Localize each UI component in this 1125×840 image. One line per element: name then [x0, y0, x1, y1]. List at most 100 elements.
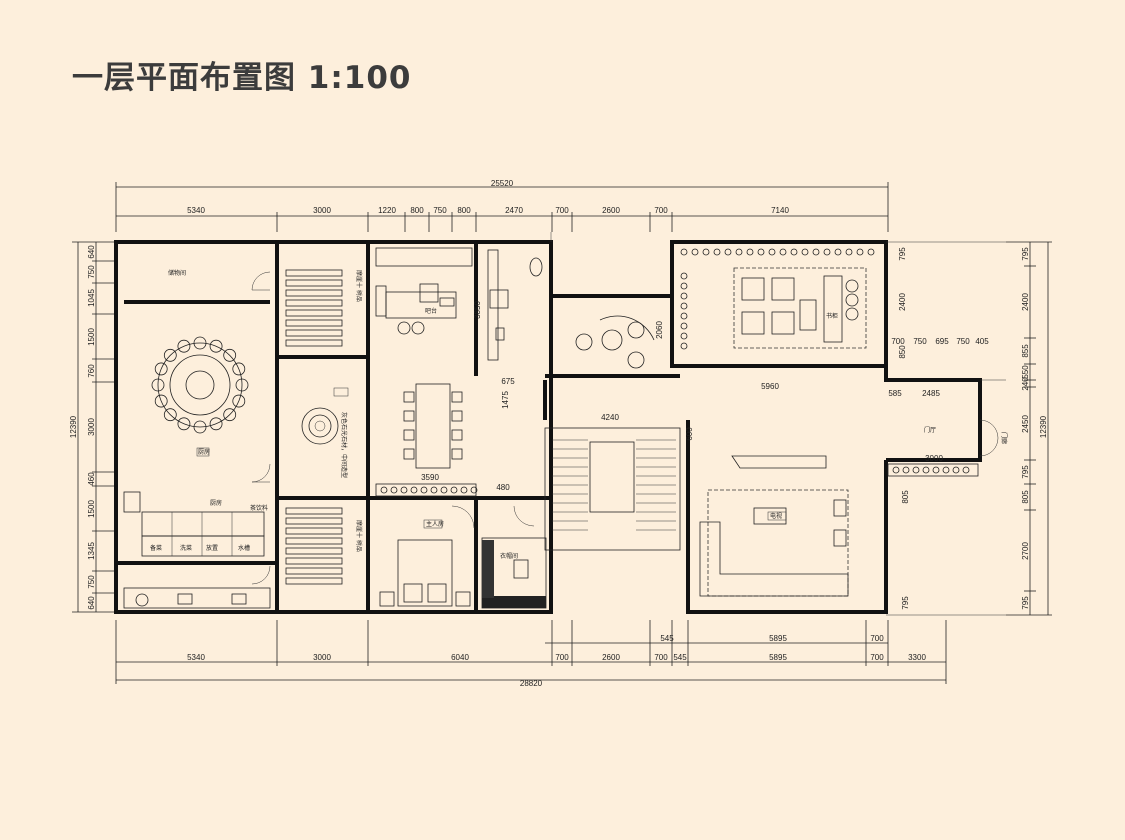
cabinet-knob — [735, 248, 743, 256]
bench-knob — [922, 466, 930, 474]
bench-knob — [942, 466, 950, 474]
cabinet-knob — [680, 292, 688, 300]
cabinet-knob — [823, 248, 831, 256]
left-dimension-lines — [72, 241, 116, 613]
dim-850: 850 — [898, 345, 907, 359]
shelf-board — [285, 329, 343, 337]
dining-chair — [235, 378, 249, 392]
dim-bottom-0: 5340 — [187, 653, 205, 662]
table-chair — [403, 448, 415, 460]
dim-bottom-5: 700 — [654, 653, 668, 662]
staircase — [552, 439, 676, 531]
cabinet-knob — [812, 248, 820, 256]
sideboard-knob — [470, 486, 478, 494]
dim-left-1: 750 — [87, 265, 96, 279]
bench-knob — [912, 466, 920, 474]
shelf-units — [285, 269, 343, 585]
dim-bottom-inner-545: 545 — [660, 634, 674, 643]
right-dimension-lines — [1006, 241, 1052, 616]
entrance-label: 门厅 — [924, 426, 936, 434]
dim-left-8: 1345 — [87, 542, 96, 560]
cabinet-knob — [790, 248, 798, 256]
dim-bottom-4: 2600 — [602, 653, 620, 662]
shelf-board — [285, 279, 343, 287]
extension-lines — [550, 232, 1006, 616]
sideboard-knob — [400, 486, 408, 494]
page-title: 一层平面布置图 1:100 — [72, 60, 412, 96]
dim-bottom-6: 545 — [673, 653, 687, 662]
dim-5960: 5960 — [761, 382, 779, 391]
dim-top-4: 750 — [433, 206, 447, 215]
dim-2485: 2485 — [922, 389, 940, 398]
meeting-room — [680, 248, 875, 350]
bench-knob — [892, 466, 900, 474]
cabinet-knob — [680, 248, 688, 256]
table-chair — [451, 410, 463, 422]
dim-bottom-inner-5895: 5895 — [769, 634, 787, 643]
shelf-board — [285, 557, 343, 565]
cabinet-knob — [680, 342, 688, 350]
dining-chair — [163, 408, 177, 422]
dim-top-5: 800 — [457, 206, 471, 215]
dim-700-a: 700 — [891, 337, 905, 346]
table-chair — [403, 429, 415, 441]
dim-750-b: 750 — [956, 337, 970, 346]
kitchen-counters — [123, 491, 271, 609]
dim-left-10: 640 — [87, 596, 96, 610]
living-room — [699, 455, 849, 597]
dining-chair — [223, 408, 237, 422]
cabinet-knob — [713, 248, 721, 256]
dim-right-5: 2450 — [1021, 415, 1030, 433]
cabinet-knob — [845, 248, 853, 256]
dim-480: 480 — [496, 483, 510, 492]
desk-label: 书柜 — [826, 312, 838, 320]
dim-bottom-7: 5895 — [769, 653, 787, 662]
cabinet-knob — [867, 248, 875, 256]
bench-knob — [902, 466, 910, 474]
table-chair — [403, 391, 415, 403]
top-dimension-lines — [115, 182, 889, 232]
shelf-board — [285, 527, 343, 535]
dim-3850: 3850 — [473, 301, 482, 319]
cabinet-knob — [680, 312, 688, 320]
shelf-board — [285, 537, 343, 545]
shelf-board — [285, 547, 343, 555]
storage-label: 储物间 — [168, 269, 186, 277]
dim-right-2: 855 — [1021, 344, 1030, 358]
cabinet-knob — [680, 332, 688, 340]
dim-795-a: 795 — [898, 247, 907, 261]
dim-2060: 2060 — [655, 321, 664, 339]
wardrobe — [481, 537, 547, 609]
dining-chair — [193, 336, 207, 350]
cabinet-knob — [702, 248, 710, 256]
dim-bottom-inner-700: 700 — [870, 634, 884, 643]
dim-left-total: 12390 — [69, 415, 78, 438]
table-chair — [403, 410, 415, 422]
dim-top-10: 7140 — [771, 206, 789, 215]
dining-chair — [193, 420, 207, 434]
dim-right-3: 550 — [1021, 365, 1030, 379]
sideboard-knob — [380, 486, 388, 494]
dim-left-0: 640 — [87, 245, 96, 259]
sideboard-knob — [420, 486, 428, 494]
cabinet-knob — [834, 248, 842, 256]
pantry-4-label: 水槽 — [238, 544, 250, 552]
dim-600: 600 — [685, 427, 694, 441]
bottom-dimension-lines — [115, 620, 947, 684]
dim-405: 405 — [975, 337, 989, 346]
dining-chair — [209, 417, 223, 431]
table-chair — [451, 448, 463, 460]
master-bed — [379, 539, 471, 607]
dim-right-0: 795 — [1021, 247, 1030, 261]
dining-chair — [232, 362, 246, 376]
shelf-board — [285, 567, 343, 575]
dim-805: 805 — [901, 490, 910, 504]
dim-left-6: 460 — [87, 472, 96, 486]
dim-left-3: 1500 — [87, 328, 96, 346]
bed-label: 主人房 — [426, 520, 444, 528]
dim-695: 695 — [935, 337, 949, 346]
cabinet-knob — [779, 248, 787, 256]
dim-top-9: 700 — [654, 206, 668, 215]
dim-top-total: 25520 — [491, 179, 514, 188]
lounge-seating — [575, 315, 655, 369]
